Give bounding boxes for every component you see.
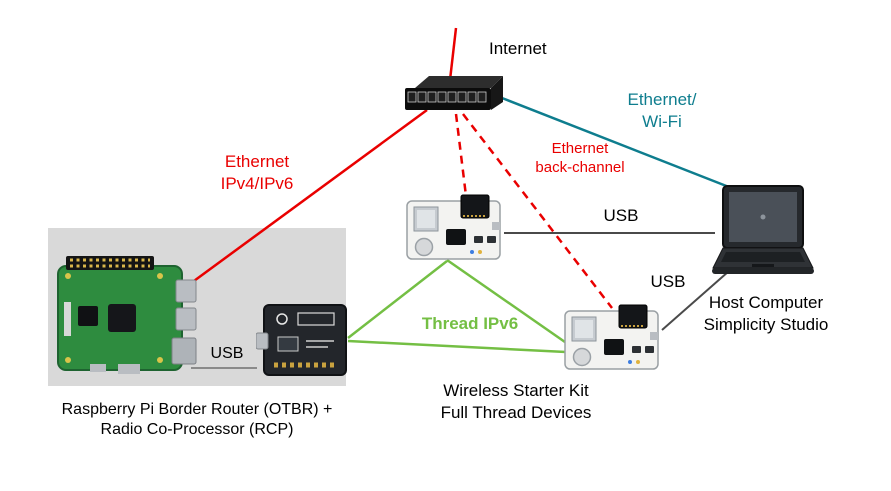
ethernet-switch <box>403 74 505 119</box>
internet-label: Internet <box>489 39 547 58</box>
raspberry-pi-label: Raspberry Pi Border Router (OTBR) + Radi… <box>61 401 333 439</box>
raspberry-pi-board <box>56 244 198 383</box>
ethernet-ipv4-label: Ethernet IPv4/IPv6 <box>220 152 294 193</box>
ethernet-ipv4-wire <box>182 108 428 291</box>
thread-ipv6-label: Thread IPv6 <box>421 314 519 333</box>
usb-side-label: USB <box>650 272 686 291</box>
internet-wire <box>448 27 458 81</box>
backchannel-wire-diagonal <box>462 113 613 309</box>
ethernet-backchannel-label: Ethernet back-channel <box>535 140 625 177</box>
wireless-starter-kit-board-top <box>406 194 504 267</box>
rcp-board-icon <box>255 304 347 376</box>
ethernet-switch-icon <box>405 76 503 110</box>
ethernet-wifi-label: Ethernet/ Wi-Fi <box>627 90 697 131</box>
host-computer-label: Host Computer Simplicity Studio <box>703 293 829 334</box>
host-laptop <box>710 184 814 293</box>
wireless-starter-kit-label: Wireless Starter Kit Full Thread Devices <box>440 381 592 422</box>
thread-wire-bottom <box>347 339 567 354</box>
ethernet-wifi-wire <box>501 96 758 200</box>
wstk-board-icon <box>564 304 659 370</box>
usb-wire-side <box>661 263 738 331</box>
laptop-icon <box>712 185 814 274</box>
usb-rpi-label: USB <box>210 345 244 362</box>
wireless-starter-kit-board-bottom <box>564 304 662 377</box>
wstk-board-icon <box>406 194 501 260</box>
thread-wire-left <box>347 260 448 339</box>
usb-top-label: USB <box>603 206 639 225</box>
rcp-radio-board <box>255 303 348 384</box>
raspberry-pi-icon <box>57 256 197 374</box>
thread-wire-right <box>446 258 576 351</box>
backchannel-wire-vertical <box>454 113 468 197</box>
